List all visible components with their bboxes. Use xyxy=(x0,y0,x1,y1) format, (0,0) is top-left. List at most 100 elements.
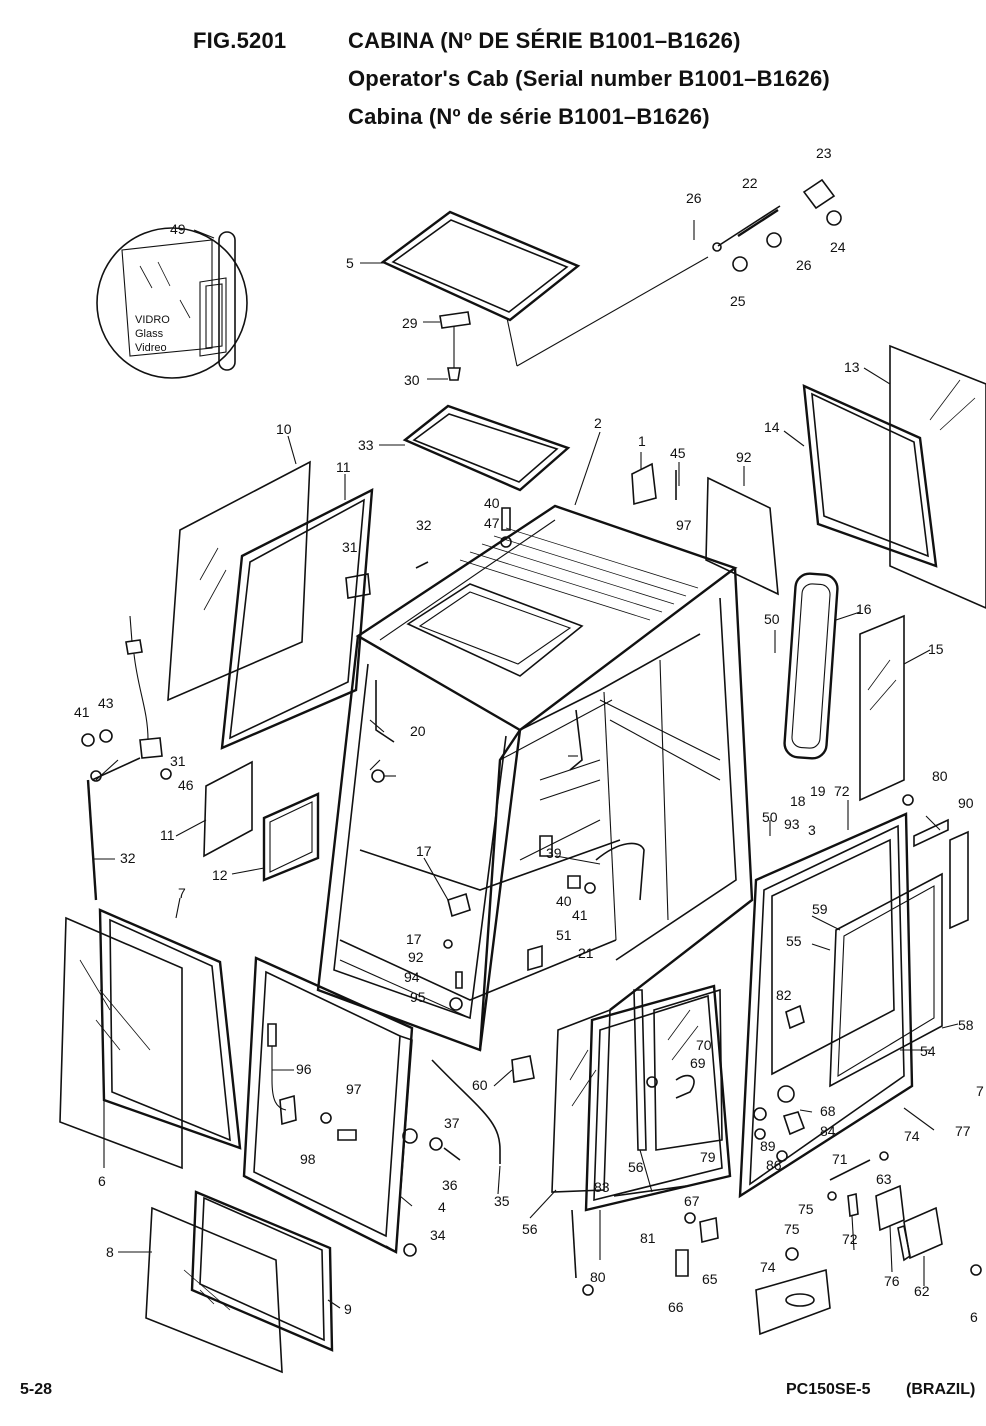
part-label: 32 xyxy=(416,517,432,533)
part-label: 47 xyxy=(484,515,500,531)
part-label: 92 xyxy=(408,949,424,965)
part-label: 95 xyxy=(410,989,426,1005)
part-label: 10 xyxy=(276,421,292,437)
title-portuguese: CABINA (Nº DE SÉRIE B1001–B1626) xyxy=(348,28,741,53)
part-label: 82 xyxy=(776,987,792,1003)
part-label: 94 xyxy=(404,969,420,985)
left-side-windows xyxy=(167,460,374,882)
part-label: 71 xyxy=(832,1151,848,1167)
part-label: 74 xyxy=(760,1259,776,1275)
part-label: 32 xyxy=(120,850,136,866)
region-label: (BRAZIL) xyxy=(906,1381,976,1398)
part-label: 20 xyxy=(410,723,426,739)
part-label: 6 xyxy=(970,1309,978,1325)
part-label: 80 xyxy=(932,768,948,784)
part-label: 26 xyxy=(686,190,702,206)
part-label: 1 xyxy=(638,433,646,449)
figure-number: FIG.5201 xyxy=(193,28,287,53)
part-label: 81 xyxy=(640,1230,656,1246)
cab-frame xyxy=(316,504,754,1052)
rear-glass-assembly xyxy=(802,344,986,609)
part-label: 92 xyxy=(736,449,752,465)
part-label: 59 xyxy=(812,901,828,917)
part-label: 31 xyxy=(170,753,186,769)
part-label: 76 xyxy=(884,1273,900,1289)
roof-seal xyxy=(402,404,571,492)
part-label: 7 xyxy=(976,1083,984,1099)
page-number: 5-28 xyxy=(20,1381,53,1398)
part-label: 97 xyxy=(676,517,692,533)
part-label: 56 xyxy=(628,1159,644,1175)
lower-front-window xyxy=(145,1190,334,1374)
side-rear-panels xyxy=(705,476,905,802)
part-label: 3 xyxy=(808,822,816,838)
part-label: 14 xyxy=(764,419,780,435)
part-label: 26 xyxy=(796,257,812,273)
part-label: 11 xyxy=(336,459,351,475)
part-label: 67 xyxy=(684,1193,700,1209)
part-label: 34 xyxy=(430,1227,446,1243)
part-label: 69 xyxy=(690,1055,706,1071)
part-label: 74 xyxy=(904,1128,920,1144)
inset-label-glass-es: Vidreo xyxy=(135,342,167,354)
part-label: 4 xyxy=(438,1199,446,1215)
part-label: 80 xyxy=(590,1269,606,1285)
part-label: 25 xyxy=(730,293,746,309)
part-label: 40 xyxy=(484,495,500,511)
part-label: 43 xyxy=(98,695,114,711)
title-english: Operator's Cab (Serial number B1001–B162… xyxy=(348,66,830,91)
part-label: 56 xyxy=(522,1221,538,1237)
part-label: 86 xyxy=(766,1157,782,1173)
part-label: 8 xyxy=(106,1244,114,1260)
part-label: 30 xyxy=(404,372,420,388)
part-label: 98 xyxy=(300,1151,316,1167)
part-label: 66 xyxy=(668,1299,684,1315)
part-label: 72 xyxy=(834,783,850,799)
part-label: 97 xyxy=(346,1081,362,1097)
inset-label-glass-pt: VIDRO xyxy=(135,314,170,326)
part-label: 65 xyxy=(702,1271,718,1287)
cab-door xyxy=(242,956,501,1257)
part-label: 96 xyxy=(296,1061,312,1077)
leader-lines xyxy=(94,262,959,1309)
part-label: 79 xyxy=(700,1149,716,1165)
part-label: 70 xyxy=(696,1037,712,1053)
part-label: 72 xyxy=(842,1231,858,1247)
part-label: 13 xyxy=(844,359,860,375)
part-label: 11 xyxy=(160,827,175,843)
part-label: 54 xyxy=(920,1043,936,1059)
right-side-window-assembly xyxy=(511,984,806,1296)
part-label: 29 xyxy=(402,315,418,331)
part-label: 41 xyxy=(572,907,588,923)
part-label: 45 xyxy=(670,445,686,461)
part-label: 12 xyxy=(212,867,228,883)
part-label: 37 xyxy=(444,1115,460,1131)
rear-right-door xyxy=(738,794,969,1199)
part-label: 2 xyxy=(594,415,602,431)
part-label: 50 xyxy=(762,809,778,825)
inset-part-number: 49 xyxy=(170,221,186,237)
part-label: 7 xyxy=(178,885,186,901)
part-label: 63 xyxy=(876,1171,892,1187)
part-label: 55 xyxy=(786,933,802,949)
part-label: 6 xyxy=(98,1173,106,1189)
part-label: 89 xyxy=(760,1138,776,1154)
part-label: 24 xyxy=(830,239,846,255)
part-label: 19 xyxy=(810,783,826,799)
model-code: PC150SE-5 xyxy=(786,1381,871,1398)
part-label: 17 xyxy=(406,931,422,947)
part-label: 22 xyxy=(742,175,758,191)
part-label: 21 xyxy=(578,945,594,961)
part-label: 50 xyxy=(764,611,780,627)
part-label: 16 xyxy=(856,601,872,617)
part-label: 18 xyxy=(790,793,806,809)
part-label: 68 xyxy=(820,1103,836,1119)
part-label: 41 xyxy=(74,704,90,720)
part-label: 75 xyxy=(784,1221,800,1237)
part-label: 15 xyxy=(928,641,944,657)
part-label: 23 xyxy=(816,145,832,161)
part-label: 33 xyxy=(358,437,374,453)
part-label: 35 xyxy=(494,1193,510,1209)
part-label: 36 xyxy=(442,1177,458,1193)
